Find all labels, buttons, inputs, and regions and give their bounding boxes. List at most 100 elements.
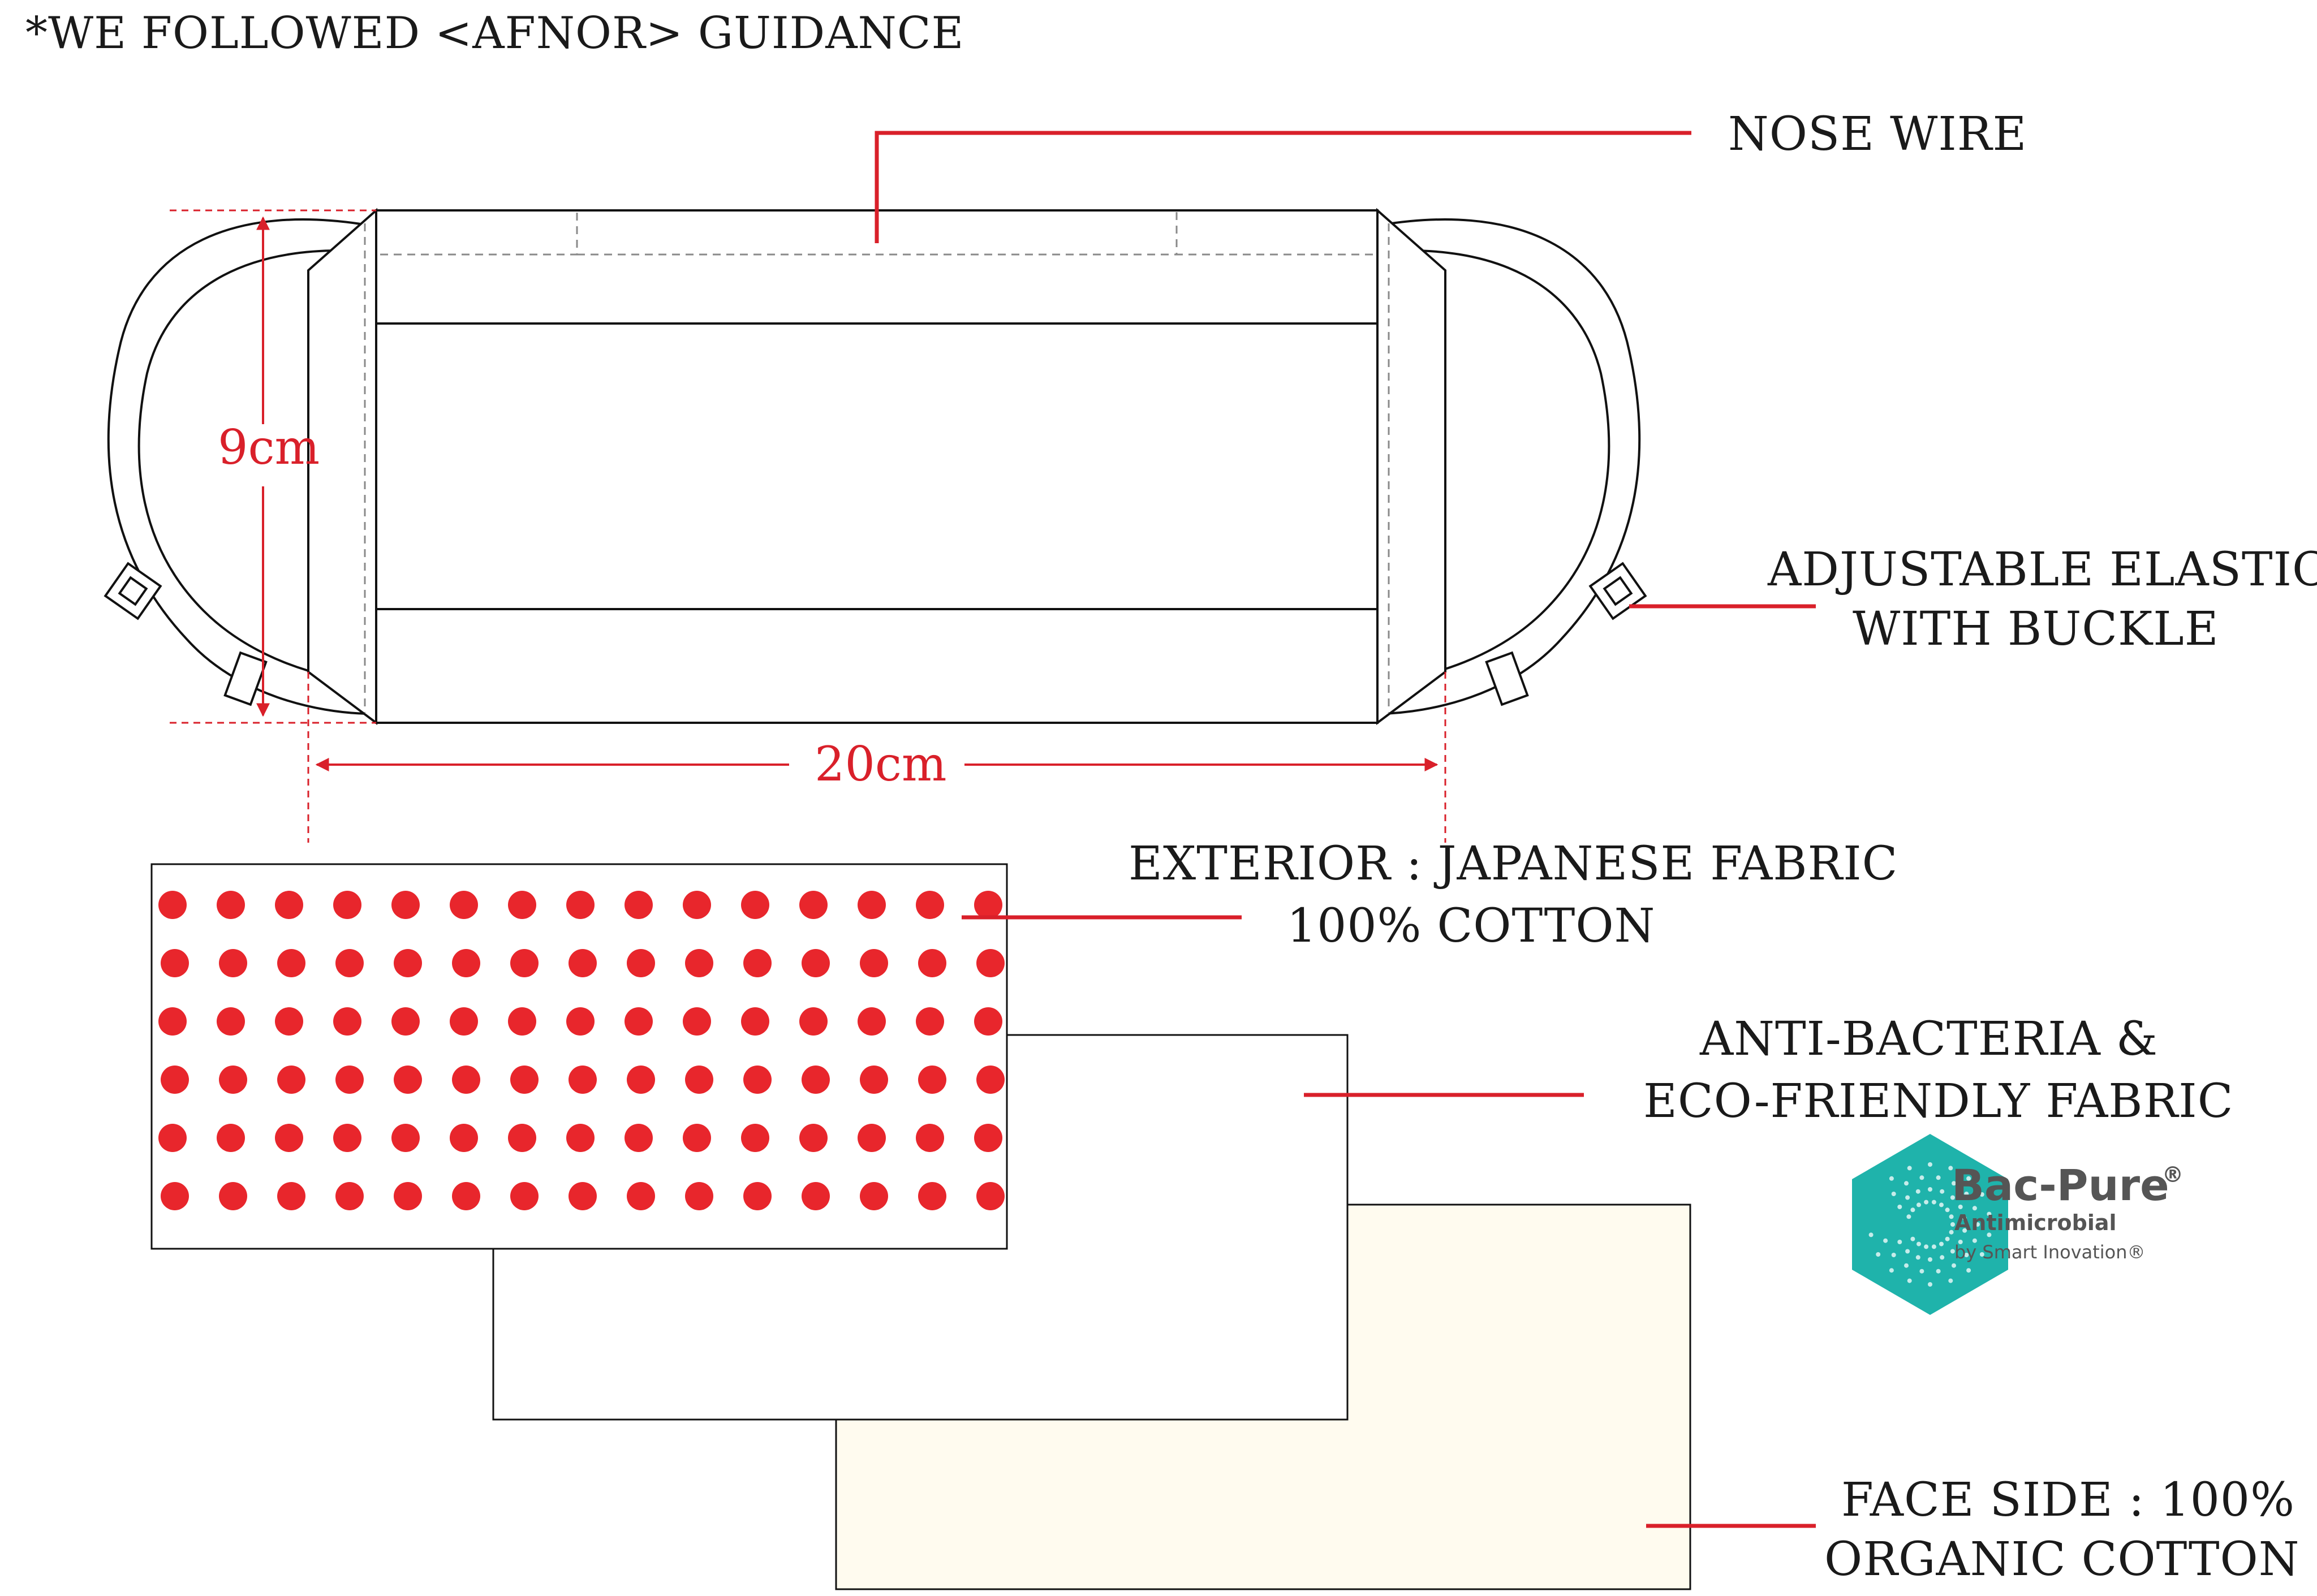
logo-dot [1936, 1175, 1941, 1180]
logo-dot [1962, 1228, 1967, 1233]
polka-dot [858, 1007, 886, 1036]
left-ear-loop-inner [137, 249, 368, 683]
logo-dot [1939, 1241, 1944, 1246]
right-ear-loop-inner [1380, 249, 1610, 683]
polka-dot [391, 891, 420, 919]
logo-dot [1928, 1282, 1932, 1287]
polka-dot [569, 1182, 597, 1210]
bac-pure-byline: by Smart Inovation® [1954, 1241, 2146, 1263]
nose-wire-label: NOSE WIRE [1728, 107, 2027, 161]
logo-dot [1924, 1244, 1929, 1249]
polka-dot [974, 891, 1002, 919]
polka-dot [685, 1066, 713, 1094]
left-clip [223, 651, 268, 706]
polka-dot [335, 1066, 364, 1094]
polka-dot [450, 891, 478, 919]
polka-dot [858, 891, 886, 919]
polka-dot [976, 1066, 1005, 1094]
logo-dot [1910, 1207, 1915, 1213]
logo-dot [1972, 1206, 1977, 1211]
polka-dot [333, 1124, 361, 1152]
polka-dot [802, 1182, 830, 1210]
logo-dot [1962, 1216, 1967, 1221]
logo-dot [1975, 1222, 1980, 1227]
polka-dot [452, 1066, 480, 1094]
polka-dot [158, 1007, 187, 1036]
logo-dot [1889, 1268, 1894, 1273]
logo-dot [1905, 1249, 1910, 1254]
logo-dot [1889, 1176, 1894, 1181]
logo-dot [1868, 1232, 1874, 1237]
logo-dot [1910, 1236, 1915, 1241]
polka-dot [452, 1182, 480, 1210]
polka-dot [569, 949, 597, 977]
polka-dot [916, 1124, 944, 1152]
polka-dot [510, 1066, 539, 1094]
polka-dot [627, 1182, 655, 1210]
logo-dot [1915, 1255, 1920, 1260]
polka-dot [275, 1124, 303, 1152]
bac-pure-registered: ® [2162, 1162, 2184, 1187]
polka-dot [860, 949, 888, 977]
polka-dot [799, 1124, 828, 1152]
logo-dot [1945, 1207, 1950, 1213]
logo-dot [1897, 1240, 1902, 1244]
polka-dot [741, 1007, 769, 1036]
left-buckle [104, 562, 162, 620]
right-clip [1485, 651, 1529, 706]
logo-dot [1905, 1195, 1910, 1200]
polka-dot [394, 1066, 422, 1094]
logo-dot [1966, 1268, 1971, 1273]
polka-dot [394, 1182, 422, 1210]
polka-dot [627, 1066, 655, 1094]
polka-dot [683, 891, 711, 919]
logo-dot [1948, 1278, 1953, 1283]
face-label-line2: ORGANIC COTTON [1824, 1533, 2300, 1586]
polka-dot [219, 1182, 247, 1210]
polka-dot [333, 1007, 361, 1036]
polka-dot [391, 1124, 420, 1152]
logo-dot [1907, 1278, 1912, 1283]
polka-dot [976, 1182, 1005, 1210]
afnor-note: *WE FOLLOWED <AFNOR> GUIDANCE [25, 8, 964, 59]
face-label-line1: FACE SIDE : 100% [1841, 1473, 2295, 1527]
logo-dot [1950, 1195, 1955, 1200]
logo-dot [1931, 1244, 1936, 1249]
logo-dot [1928, 1257, 1932, 1262]
polka-dot [161, 949, 189, 977]
logo-dot [1928, 1162, 1932, 1167]
logo-dot [1904, 1181, 1909, 1186]
logo-dot [1931, 1200, 1936, 1205]
logo-dot [1883, 1238, 1888, 1243]
polka-dot [918, 1066, 946, 1094]
logo-dot [1987, 1232, 1992, 1237]
polka-dot [219, 949, 247, 977]
polka-dot [275, 891, 303, 919]
polka-dot [219, 1066, 247, 1094]
polka-dot [916, 1007, 944, 1036]
logo-dot [1979, 1192, 1984, 1197]
right-side-panel [1376, 208, 1446, 725]
polka-dot [569, 1066, 597, 1094]
polka-dot [508, 891, 536, 919]
callout-lines [875, 131, 1816, 1528]
nose-wire-channel [364, 212, 1390, 713]
polka-dot [277, 1066, 305, 1094]
dimension-width: 20cm [307, 672, 1446, 843]
logo-dot [1979, 1252, 1984, 1257]
polka-dot [508, 1007, 536, 1036]
logo-dot [1940, 1255, 1945, 1260]
polka-dot [277, 1182, 305, 1210]
left-buckle-inner [118, 576, 148, 606]
bac-pure-name: Bac-Pure [1952, 1160, 2169, 1210]
polka-dot [802, 1066, 830, 1094]
logo-dot [1919, 1269, 1924, 1274]
polka-dot [508, 1124, 536, 1152]
polka-dot [158, 1124, 187, 1152]
logo-dot [1945, 1236, 1950, 1241]
right-buckle [1588, 562, 1647, 620]
polka-dot [976, 949, 1005, 977]
polka-dot [685, 949, 713, 977]
middle-label-line2: ECO-FRIENDLY FABRIC [1643, 1075, 2233, 1128]
